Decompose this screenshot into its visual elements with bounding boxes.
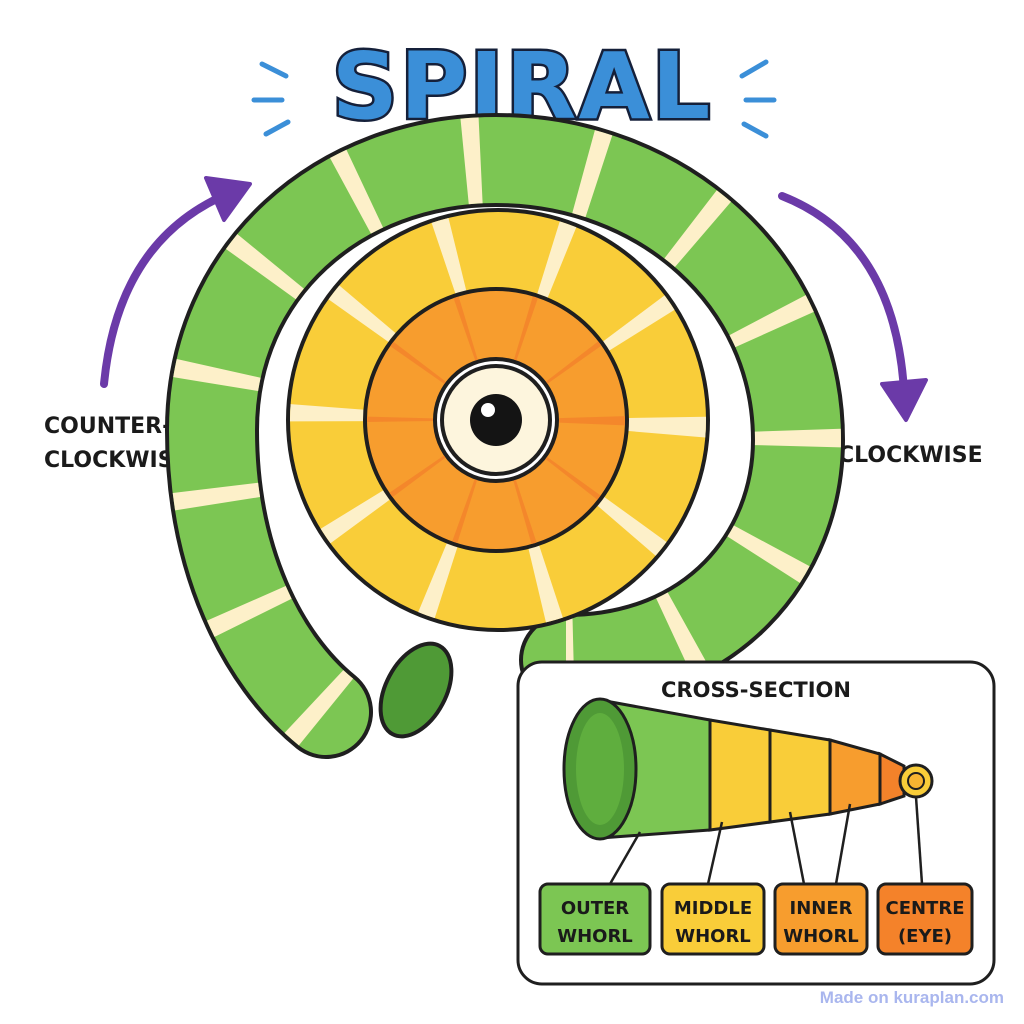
title-burst-left-icon <box>251 61 291 137</box>
page-title: SPIRAL <box>332 33 713 140</box>
part-label-outer-line1: OUTER <box>561 898 629 919</box>
counter-clockwise-label-line1: COUNTER- <box>44 414 171 439</box>
part-label-inner-line2: WHORL <box>783 926 859 947</box>
part-label-centre-line1: CENTRE <box>885 898 964 919</box>
cross-section-leaders <box>608 796 924 885</box>
title-burst-right-icon <box>739 59 777 139</box>
part-label-middle-line2: WHORL <box>675 926 751 947</box>
part-label-inner-line1: INNER <box>790 898 853 919</box>
counter-clockwise-label-line2: CLOCKWISE <box>44 448 189 473</box>
part-box-middle: MIDDLE WHORL <box>660 882 766 956</box>
cross-section-panel: CROSS-SECTION OUTER WHORL <box>516 660 996 986</box>
part-box-centre: CENTRE (EYE) <box>876 882 974 956</box>
part-label-outer-line2: WHORL <box>557 926 633 947</box>
part-box-outer: OUTER WHORL <box>538 882 652 956</box>
tube-end-cap <box>378 641 454 739</box>
part-label-centre-line2: (EYE) <box>898 926 952 947</box>
part-label-middle-line1: MIDDLE <box>674 898 752 919</box>
spiral-illustration <box>164 112 846 759</box>
title-group: SPIRAL <box>251 31 777 143</box>
clockwise-arrow-icon <box>778 192 928 422</box>
clockwise-label: CLOCKWISE <box>838 443 983 468</box>
cross-section-tube <box>562 697 934 841</box>
counter-clockwise-arrow-icon <box>100 176 252 388</box>
credit-text: Made on kuraplan.com <box>819 988 1004 1007</box>
cross-section-title: CROSS-SECTION <box>661 678 851 702</box>
part-box-inner: INNER WHORL <box>773 882 869 956</box>
